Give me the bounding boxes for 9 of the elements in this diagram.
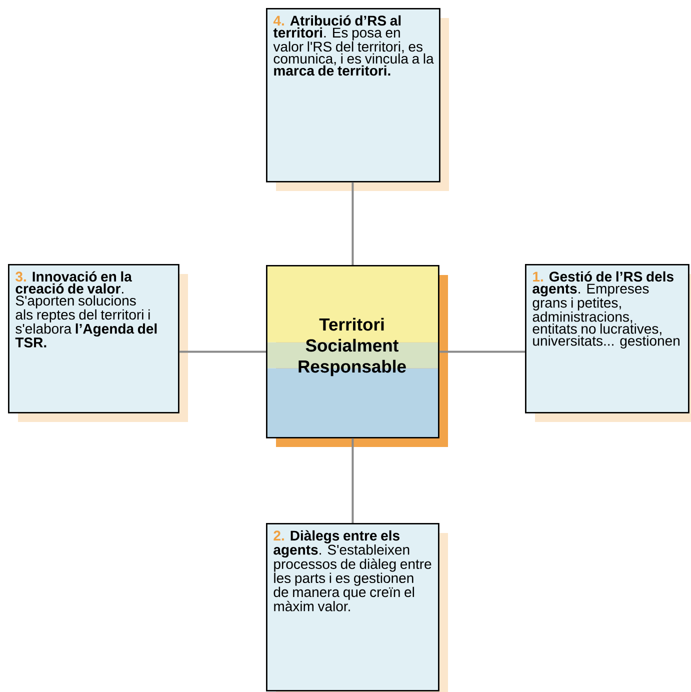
connector-line	[439, 350, 525, 353]
text-box: 4. Atribució d’RS al territori. Es posa en valor l'RS del territori, es comunica, i es vincula a la marca de territori.	[266, 8, 449, 191]
connector-line	[352, 182, 354, 265]
connector-line	[352, 438, 354, 523]
connector-line	[179, 350, 266, 353]
center-box: Territori Socialment Responsable	[266, 265, 448, 447]
text-box: 1. Gestió de l’RS dels agents. Empreses grans i petites, administracions, entitats no lucratives, universitats... gestionen	[525, 264, 691, 422]
text-box: 2. Diàlegs entre els agents. S'estableixen processos de diàleg entre les parts i es gestionen de manera que creïn el màxim valor.	[266, 523, 448, 692]
text-box: 3. Innovació en la creació de valor. S'aporten solucions als reptes del territori i s'elabora l’Agenda del TSR.	[8, 264, 188, 422]
